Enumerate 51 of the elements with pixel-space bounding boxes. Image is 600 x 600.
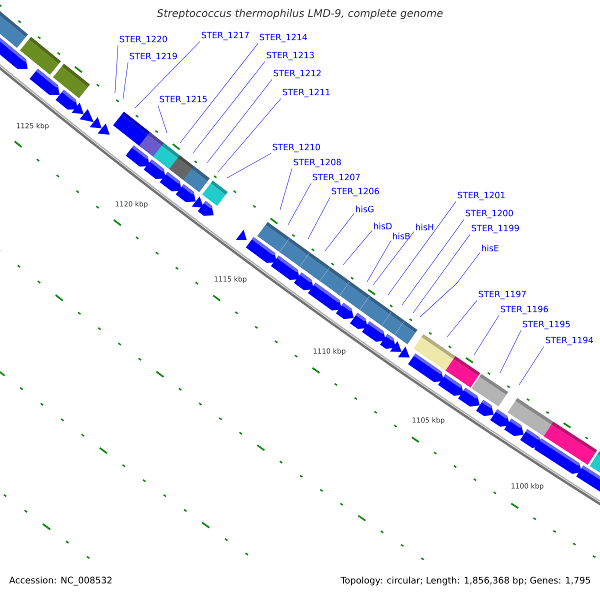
gene-label: STER_1220	[120, 36, 167, 44]
leader-line	[288, 183, 312, 226]
gene-label: STER_1214	[260, 34, 308, 42]
gene-label: hisD	[374, 222, 392, 230]
leader-line	[206, 79, 272, 164]
leader-line	[158, 105, 168, 134]
leader-line	[122, 62, 128, 100]
leader-line	[308, 197, 330, 240]
leader-line	[324, 213, 354, 252]
leader-line	[114, 45, 118, 94]
leader-line	[518, 346, 544, 386]
gene-label: STER_1212	[274, 70, 321, 78]
accession-text: Accession: NC_008532	[9, 576, 112, 586]
genome-summary-text: Topology: circular; Length: 1,856,368 bp; Genes: 1,795	[340, 576, 590, 586]
leader-line	[388, 201, 456, 296]
leader-line	[218, 98, 282, 172]
gene-label: hisB	[393, 232, 410, 240]
leader-line	[372, 231, 414, 286]
leader-line	[180, 43, 258, 144]
gene-label: STER_1217	[202, 32, 249, 40]
leader-line	[402, 219, 464, 306]
gene-label: STER_1211	[282, 88, 330, 98]
gene-label: hisH	[416, 224, 434, 230]
leader-line	[280, 168, 292, 210]
leader-line	[500, 330, 522, 374]
leader-line	[412, 234, 470, 314]
gene-label: STER_1219	[130, 52, 177, 62]
gene-label: STER_1206	[332, 188, 379, 196]
gene-label: STER_1200	[466, 210, 513, 218]
leader-line	[420, 252, 480, 318]
gene-label: hisE	[482, 244, 498, 252]
leader-line	[342, 230, 372, 266]
leader-line	[226, 153, 272, 178]
gene-label: STER_1199	[472, 224, 519, 234]
gene-label: STER_1195	[522, 320, 570, 330]
gene-label: STER_1207	[312, 174, 360, 182]
gene-label: hisG	[356, 206, 374, 212]
leader-line	[134, 41, 200, 108]
gene-label: STER_1196	[500, 306, 548, 314]
leader-line	[366, 240, 392, 282]
gene-label: STER_1215	[160, 96, 207, 104]
gene-label: STER_1197	[478, 290, 526, 300]
gene-label: STER_1213	[266, 52, 314, 60]
leader-line	[446, 300, 478, 338]
gene-label: STER_1210	[272, 144, 320, 152]
leader-line	[192, 61, 266, 154]
gene-label: STER_1201	[458, 192, 505, 200]
title: Streptococcus thermophilus LMD-9, complete genome	[156, 8, 443, 20]
leader-line	[474, 315, 500, 356]
gene-label: STER_1208	[294, 158, 341, 168]
gene-label: STER_1194	[546, 336, 594, 346]
